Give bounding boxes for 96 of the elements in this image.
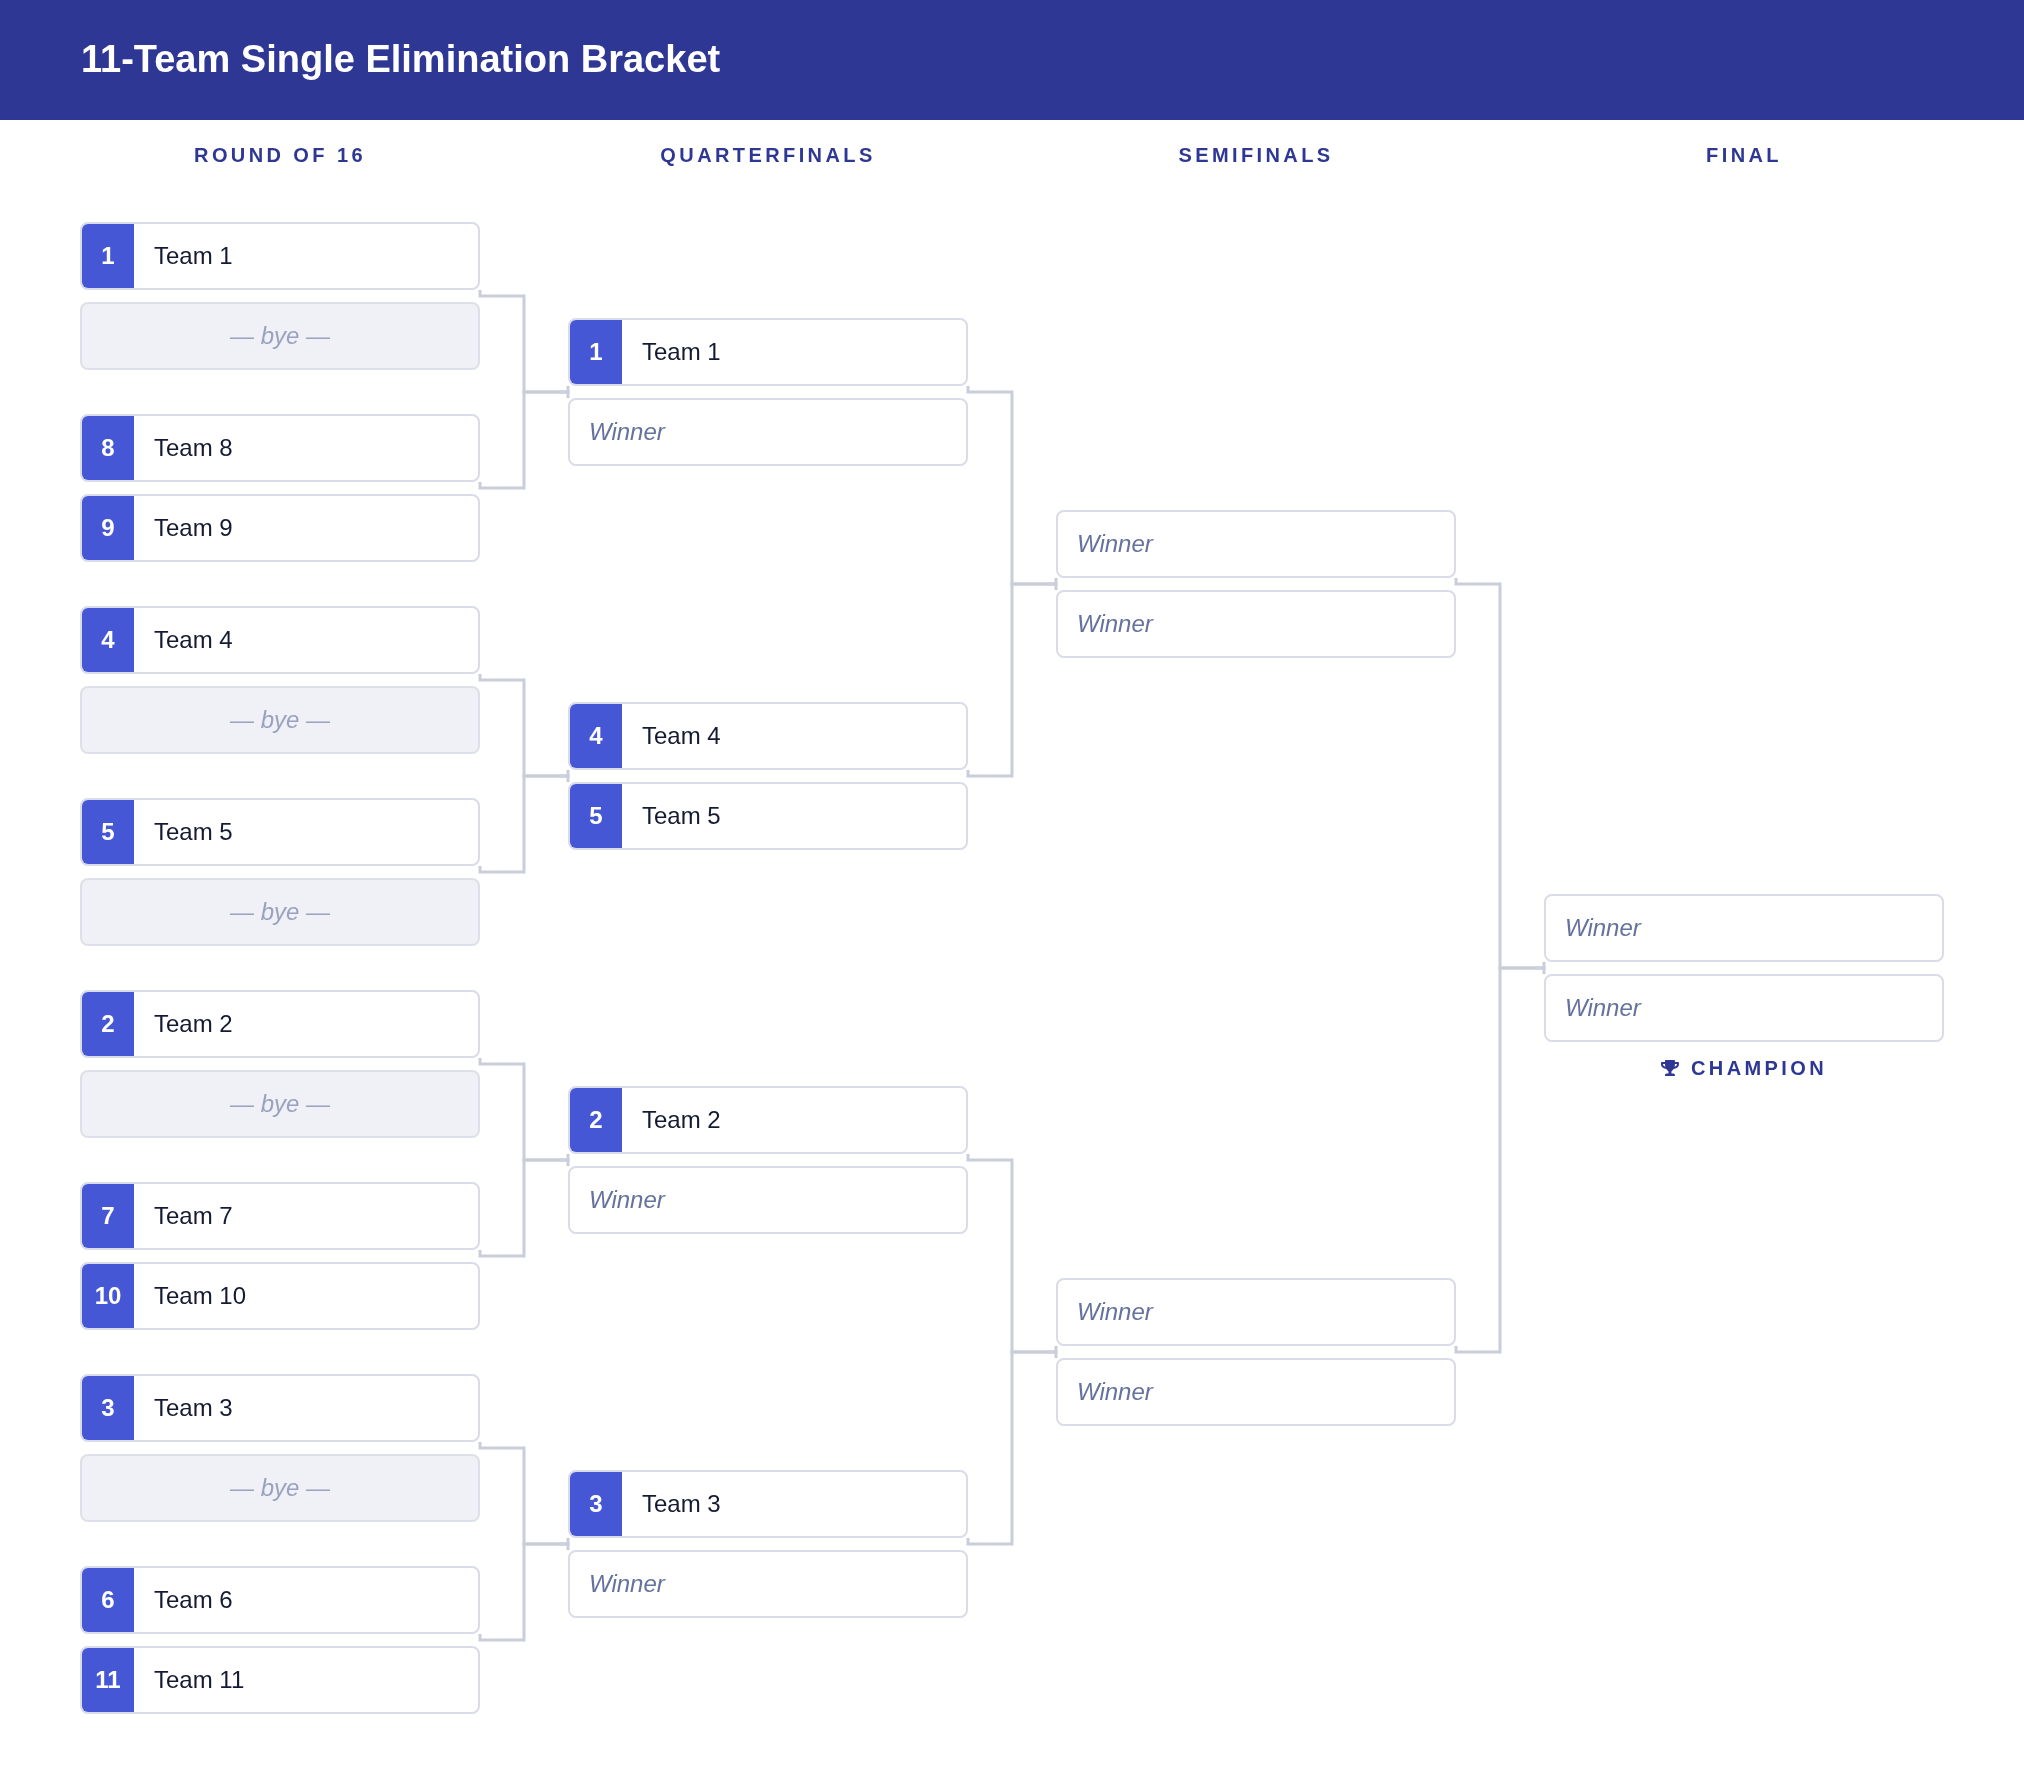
bracket-line: [478, 1542, 570, 1642]
bracket-line: [478, 1442, 570, 1546]
seed-number: 4: [82, 608, 134, 672]
round-heading: FINAL: [1706, 143, 1782, 168]
team-name: Team 10: [154, 1281, 247, 1311]
placeholder-text: Winner: [589, 1569, 665, 1599]
seed-number: 8: [82, 416, 134, 480]
seed-number: 1: [570, 320, 622, 384]
team-name: Team 2: [642, 1105, 721, 1135]
seed-number: 4: [570, 704, 622, 768]
team-slot: [80, 798, 480, 866]
team-slot: [568, 1086, 968, 1154]
team-name: Team 1: [642, 337, 721, 367]
seed-number: 9: [82, 496, 134, 560]
page-title: 11-Team Single Elimination Bracket: [81, 37, 721, 83]
round-heading: QUARTERFINALS: [660, 143, 876, 168]
bracket-line: [478, 774, 570, 874]
team-slot: [80, 414, 480, 482]
team-name: Team 6: [154, 1585, 233, 1615]
winner-slot: [1544, 974, 1944, 1042]
team-slot: [80, 1646, 480, 1714]
round-heading: SEMIFINALS: [1178, 143, 1334, 168]
winner-slot: [568, 1166, 968, 1234]
bracket-line: [478, 290, 570, 394]
bye-text: — bye —: [230, 321, 330, 351]
bye-slot: [80, 686, 480, 754]
team-slot: [80, 1374, 480, 1442]
winner-slot: [1056, 510, 1456, 578]
bye-text: — bye —: [230, 705, 330, 735]
placeholder-text: Winner: [1077, 1377, 1153, 1407]
team-name: Team 7: [154, 1201, 233, 1231]
placeholder-text: Winner: [1077, 529, 1153, 559]
champion-label: CHAMPION: [1690, 1056, 1828, 1081]
team-slot: [80, 1182, 480, 1250]
seed-number: 2: [570, 1088, 622, 1152]
seed-number: 3: [570, 1472, 622, 1536]
round-heading: ROUND OF 16: [194, 143, 366, 168]
team-name: Team 5: [154, 817, 233, 847]
team-slot: [80, 990, 480, 1058]
winner-slot: [1056, 590, 1456, 658]
placeholder-text: Winner: [1077, 609, 1153, 639]
team-name: Team 2: [154, 1009, 233, 1039]
placeholder-text: Winner: [1565, 913, 1641, 943]
placeholder-text: Winner: [1565, 993, 1641, 1023]
placeholder-text: Winner: [1077, 1297, 1153, 1327]
winner-slot: [1056, 1278, 1456, 1346]
bracket-line: [1454, 578, 1546, 970]
seed-number: 10: [82, 1264, 134, 1328]
winner-slot: [1544, 894, 1944, 962]
team-slot: [80, 606, 480, 674]
team-name: Team 1: [154, 241, 233, 271]
team-name: Team 11: [154, 1665, 245, 1695]
team-slot: [568, 318, 968, 386]
bracket-line: [966, 1350, 1058, 1546]
seed-number: 11: [82, 1648, 134, 1712]
team-slot: [80, 1566, 480, 1634]
team-name: Team 4: [642, 721, 721, 751]
team-slot: [80, 1262, 480, 1330]
seed-number: 3: [82, 1376, 134, 1440]
bracket-line: [966, 1154, 1058, 1354]
seed-number: 6: [82, 1568, 134, 1632]
team-slot: [568, 782, 968, 850]
bracket-line: [478, 1158, 570, 1258]
team-name: Team 8: [154, 433, 233, 463]
bye-slot: [80, 1454, 480, 1522]
bracket-line: [966, 386, 1058, 586]
team-name: Team 5: [642, 801, 721, 831]
bye-slot: [80, 302, 480, 370]
seed-number: 1: [82, 224, 134, 288]
bracket-line: [966, 582, 1058, 778]
winner-slot: [568, 1550, 968, 1618]
seed-number: 5: [570, 784, 622, 848]
bye-text: — bye —: [230, 1473, 330, 1503]
team-name: Team 3: [642, 1489, 721, 1519]
team-slot: [80, 494, 480, 562]
bracket-line: [1454, 966, 1546, 1354]
placeholder-text: Winner: [589, 1185, 665, 1215]
winner-slot: [568, 398, 968, 466]
team-slot: [80, 222, 480, 290]
team-name: Team 9: [154, 513, 233, 543]
bye-slot: [80, 878, 480, 946]
team-name: Team 3: [154, 1393, 233, 1423]
team-name: Team 4: [154, 625, 233, 655]
bye-text: — bye —: [230, 897, 330, 927]
bracket-line: [478, 390, 570, 490]
bracket-line: [478, 674, 570, 778]
team-slot: [568, 1470, 968, 1538]
team-slot: [568, 702, 968, 770]
seed-number: 5: [82, 800, 134, 864]
seed-number: 7: [82, 1184, 134, 1248]
seed-number: 2: [82, 992, 134, 1056]
bracket-line: [478, 1058, 570, 1162]
winner-slot: [1056, 1358, 1456, 1426]
bye-slot: [80, 1070, 480, 1138]
bye-text: — bye —: [230, 1089, 330, 1119]
placeholder-text: Winner: [589, 417, 665, 447]
